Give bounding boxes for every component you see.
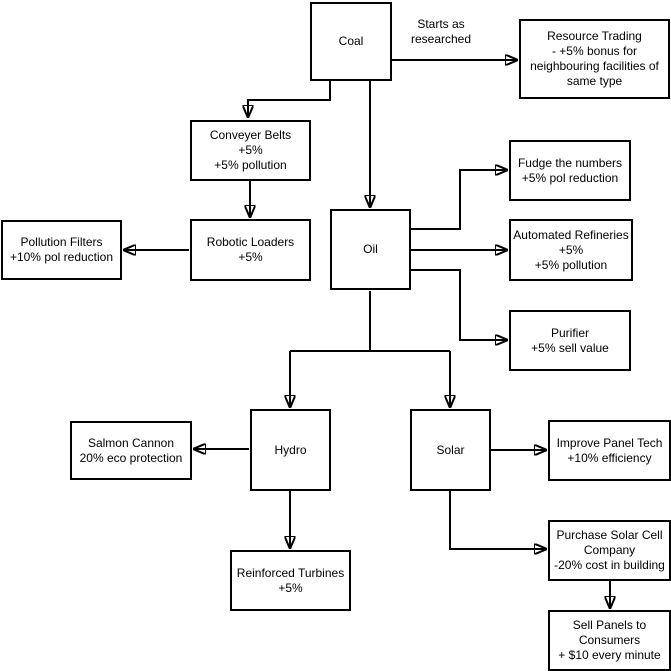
edge-oil-to-purifier (411, 269, 507, 340)
node-fudge-the-numbers: Fudge the numbers +5% pol reduction (509, 140, 631, 201)
node-hydro: Hydro (250, 409, 331, 491)
starts-as-researched-label: Starts as researched (410, 17, 472, 46)
node-purifier: Purifier +5% sell value (509, 310, 631, 371)
node-salmon-cannon: Salmon Cannon 20% eco protection (70, 421, 192, 480)
node-oil: Oil (330, 209, 411, 290)
edge-oil-branch-trunk (290, 291, 450, 352)
node-conveyer-belts: Conveyer Belts +5% +5% pollution (190, 120, 311, 181)
node-solar: Solar (410, 409, 491, 491)
node-automated-refineries: Automated Refineries +5% +5% pollution (509, 219, 633, 281)
node-pollution-filters: Pollution Filters +10% pol reduction (1, 220, 122, 280)
node-sell-panels-to-consumers: Sell Panels to Consumers + $10 every min… (548, 610, 671, 671)
node-resource-trading: Resource Trading - +5% bonus for neighbo… (519, 19, 670, 99)
node-robotic-loaders: Robotic Loaders +5% (190, 219, 311, 281)
edge-coal-to-conveyer-belts (248, 81, 331, 117)
node-reinforced-turbines: Reinforced Turbines +5% (230, 550, 351, 611)
node-improve-panel-tech: Improve Panel Tech +10% efficiency (548, 420, 671, 481)
edge-solar-to-purchase-company (449, 491, 546, 549)
node-coal: Coal (310, 2, 392, 81)
node-purchase-solar-cell-company: Purchase Solar Cell Company -20% cost in… (548, 520, 671, 581)
edge-oil-to-fudge-the-numbers (411, 170, 507, 230)
